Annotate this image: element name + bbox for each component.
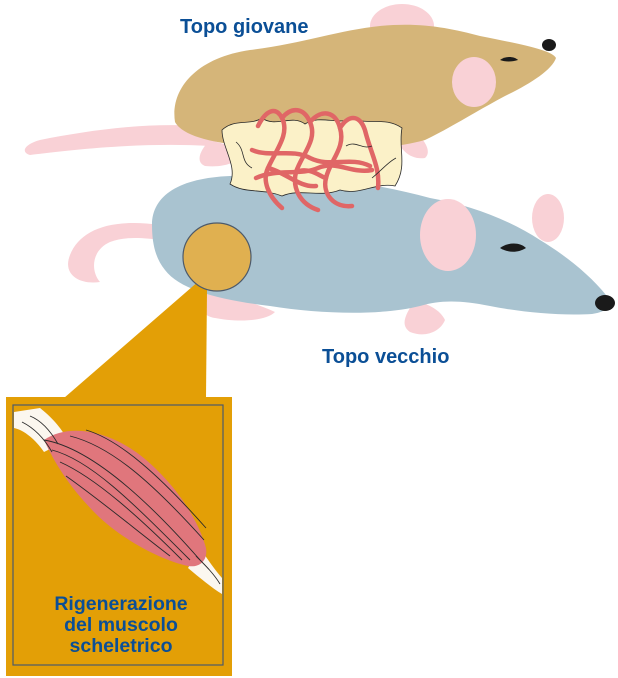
inset-caption-line-3: scheletrico	[14, 636, 228, 657]
old-mouse-tail	[68, 223, 160, 282]
callout-pointer	[64, 280, 207, 398]
old-mouse-front-ear	[420, 199, 476, 271]
old-mouse-illustration	[68, 175, 615, 334]
inset-caption: Rigenerazione del muscolo scheletrico	[14, 594, 228, 657]
old-mouse-back-ear	[532, 194, 564, 242]
young-mouse-label: Topo giovane	[180, 17, 309, 37]
old-mouse-label: Topo vecchio	[322, 347, 449, 367]
old-mouse-nose	[595, 295, 615, 311]
muscle-site-circle	[183, 223, 251, 291]
inset-caption-line-1: Rigenerazione	[14, 594, 228, 615]
young-mouse-nose	[542, 39, 556, 51]
inset-caption-line-2: del muscolo	[14, 615, 228, 636]
young-mouse-front-ear	[452, 57, 496, 107]
